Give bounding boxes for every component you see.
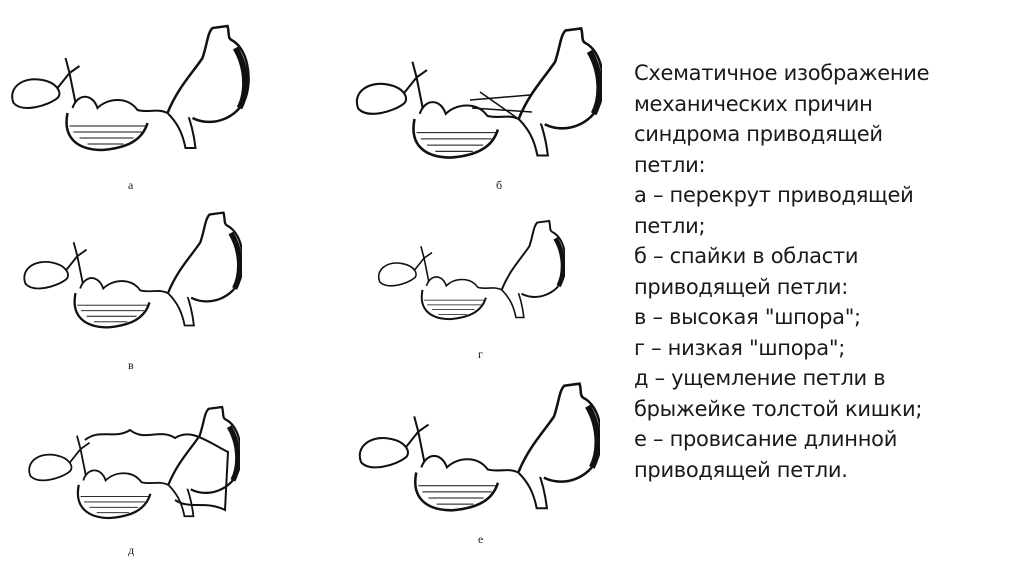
caption-line: в – высокая "шпора"; <box>634 305 861 329</box>
panel-label-d: д <box>128 543 135 557</box>
caption-line: петли; <box>634 213 706 238</box>
caption-line: приводящей петли. <box>634 457 848 482</box>
caption-line: механических причин <box>634 91 873 116</box>
diagram-e <box>360 384 601 511</box>
caption-line: е – провисание длинной <box>634 427 898 451</box>
diagram-figures <box>0 0 630 574</box>
caption-line: а – перекрут приводящей <box>634 183 914 207</box>
caption-line: синдрома приводящей <box>634 122 883 146</box>
caption-line: д – ущемление петли в <box>634 366 886 390</box>
panel-label-e: е <box>478 532 484 546</box>
panel-label-a: а <box>128 178 134 192</box>
diagram-b <box>357 28 603 157</box>
caption-line: приводящей петли: <box>634 274 849 299</box>
caption-line: г – низкая "шпора"; <box>634 335 845 360</box>
caption-line: петли: <box>634 152 706 177</box>
caption-line: Схематичное изображение <box>634 61 930 85</box>
diagram-d <box>29 407 241 518</box>
panel-label-b: б <box>496 178 503 192</box>
panel-label-v: в <box>128 358 134 372</box>
caption-line: брыжейке толстой кишки; <box>634 396 923 421</box>
diagram-a <box>12 26 248 150</box>
colon <box>84 428 230 512</box>
panel-label-g: г <box>478 347 483 361</box>
adhesions <box>469 91 533 121</box>
caption: Схематичное изображение механических при… <box>634 58 1014 485</box>
diagram-v <box>24 213 243 328</box>
diagram-g <box>379 221 566 319</box>
caption-line: б – спайки в области <box>634 244 859 268</box>
